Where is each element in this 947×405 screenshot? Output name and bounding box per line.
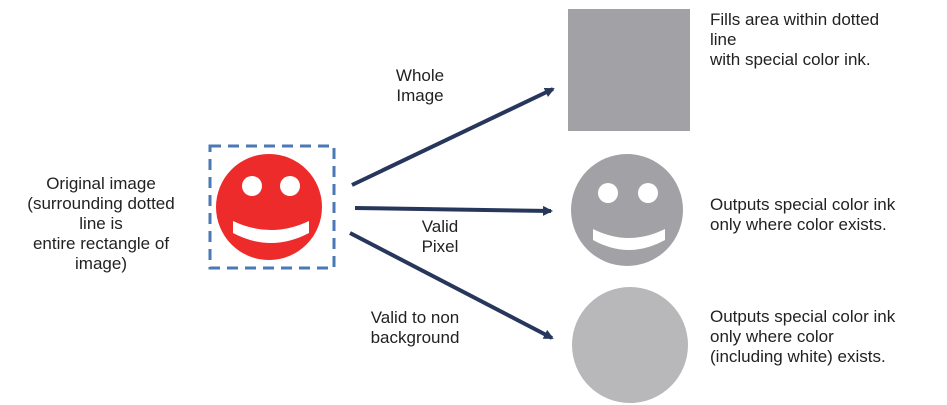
original-image-label: Original image (surrounding dotted line … bbox=[27, 174, 175, 273]
gray-face-left-eye bbox=[598, 183, 618, 203]
right-eye bbox=[280, 176, 300, 196]
arrow-label-valid-pixel: Valid Pixel bbox=[421, 217, 459, 256]
result-description-valid-to-non-background: Outputs special color ink only where col… bbox=[710, 307, 896, 366]
smile bbox=[233, 221, 309, 243]
left-eye bbox=[242, 176, 262, 196]
arrow-label-whole-image: Whole Image bbox=[395, 66, 445, 105]
original-image bbox=[208, 144, 336, 270]
result-description-whole-image: Fills area within dotted line with speci… bbox=[710, 10, 880, 69]
non-background-result-circle bbox=[572, 287, 688, 403]
arrow-valid-to-non-background bbox=[349, 231, 554, 340]
arrow-whole-image bbox=[351, 87, 555, 187]
arrow-label-valid-to-non-background: Valid to non background bbox=[370, 308, 460, 347]
red-smiley-face bbox=[216, 154, 322, 260]
arrow-valid-pixel bbox=[354, 205, 553, 216]
result-description-valid-pixel: Outputs special color ink only where col… bbox=[710, 195, 896, 234]
gray-face-smile bbox=[593, 229, 665, 250]
gray-face-right-eye bbox=[638, 183, 658, 203]
whole-image-result-square bbox=[568, 9, 690, 131]
dotted-frame bbox=[208, 144, 336, 270]
valid-pixel-result-face bbox=[571, 154, 683, 266]
